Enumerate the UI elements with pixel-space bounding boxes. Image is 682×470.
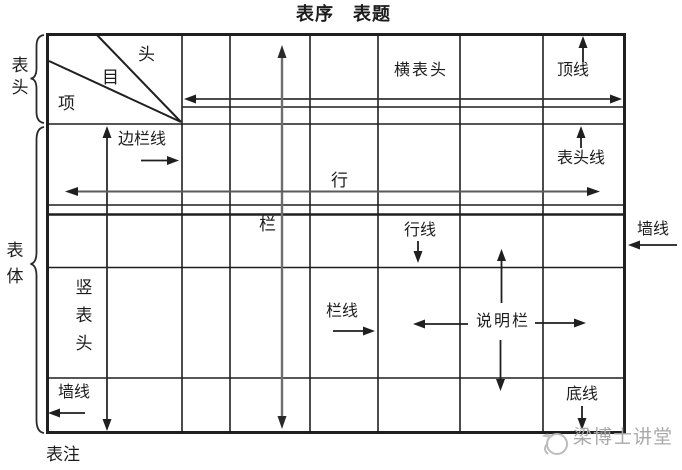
label-horizontal-header: 横表头 [394, 62, 449, 79]
watermark-logo-icon [542, 433, 568, 455]
label-header-line: 表头线 [557, 150, 606, 167]
horizontal-header-arrow [184, 94, 622, 104]
label-item: 目 [102, 68, 119, 87]
wall-line-left-arrow [48, 408, 85, 418]
label-column-line: 栏线 [326, 303, 359, 320]
watermark-text: 梁博士讲堂 [573, 427, 674, 448]
label-row: 行 [331, 171, 348, 190]
vertical-header-extent-arrow [102, 126, 112, 431]
label-table-body: 表体 [6, 241, 24, 286]
brace-table-header [30, 34, 45, 124]
explanation-column-arrows [413, 249, 586, 391]
label-side-column-line: 边栏线 [118, 131, 167, 148]
header-line-arrow [576, 126, 586, 148]
side-column-line-arrow [141, 156, 179, 165]
label-wall-line-right: 墙线 [637, 221, 670, 238]
label-column: 栏 [259, 215, 276, 234]
label-bottom-line: 底线 [566, 386, 599, 403]
top-line-arrow [578, 36, 588, 62]
diagonal-header-lines [48, 34, 182, 123]
label-table-note: 表注 [46, 445, 80, 464]
label-table-header: 表头 [11, 56, 29, 97]
grid-lines [47, 34, 625, 433]
row-extent-arrow [65, 187, 600, 196]
label-head: 头 [138, 45, 155, 64]
column-line-arrow [333, 326, 375, 336]
label-explanation-column: 说明栏 [476, 313, 531, 330]
label-entry: 项 [58, 94, 75, 113]
label-row-line: 行线 [404, 222, 437, 239]
table-frame [46, 33, 626, 434]
row-line-arrow [413, 241, 423, 263]
label-vertical-header: 竖表头 [75, 278, 93, 353]
column-extent-arrow [277, 45, 287, 429]
page-title: 表序 表题 [296, 4, 391, 24]
bottom-line-arrow [577, 406, 587, 430]
label-top-line: 顶线 [557, 62, 590, 79]
label-wall-line-left: 墙线 [58, 384, 91, 401]
wall-line-right-arrow [628, 240, 677, 250]
brace-table-body [30, 126, 45, 434]
